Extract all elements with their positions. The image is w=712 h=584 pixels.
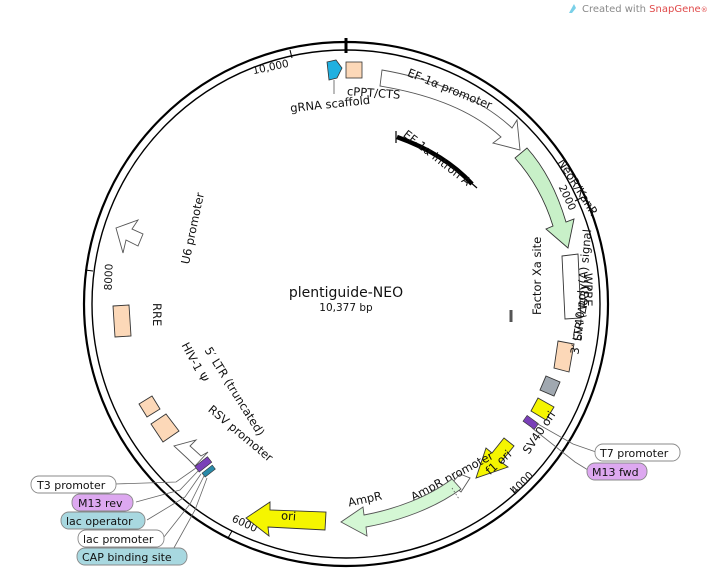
box-cap-binding-site[interactable]: CAP binding site	[76, 547, 188, 566]
box-lac-promoter-text: lac promoter	[83, 533, 154, 546]
factor-xa-label: Factor Xa site	[530, 237, 544, 315]
u6-promoter-feature[interactable]	[115, 219, 144, 254]
f1-ori-feature[interactable]	[475, 437, 515, 479]
box-t7-promoter[interactable]: T7 promoter	[594, 443, 681, 462]
m13fwd-leader	[531, 427, 589, 471]
t7-m13-marks[interactable]	[522, 415, 539, 430]
ef1a-promoter-feature[interactable]	[379, 69, 521, 151]
tick-2000	[574, 196, 584, 202]
ampr-feature[interactable]	[340, 478, 462, 537]
rre-label: RRE	[150, 303, 164, 326]
brand-suffix: ®	[701, 6, 708, 14]
cppt-cts-feature[interactable]	[345, 61, 363, 79]
brand-prefix: Created with	[582, 4, 649, 15]
hiv-psi-feature[interactable]	[138, 395, 161, 418]
tick-label-8000: 8000	[103, 264, 116, 291]
box-m13-rev[interactable]: M13 rev	[71, 493, 134, 512]
plasmid-name: plentiguide-NEO	[289, 285, 403, 301]
neor-kanr-feature[interactable]	[514, 147, 575, 249]
cap-leader	[169, 477, 208, 556]
tick-6000	[227, 530, 233, 539]
ltr5-feature[interactable]	[150, 413, 180, 443]
wpre-feature[interactable]	[561, 253, 582, 320]
ltr3-feature[interactable]	[553, 340, 575, 373]
ori-feature[interactable]	[245, 501, 327, 538]
rre-feature[interactable]	[112, 304, 132, 338]
t3-leader	[114, 467, 197, 485]
ef1a-intron-end-stop	[468, 180, 478, 189]
wpre-label: WPRE	[581, 273, 595, 307]
m13rev-leader	[135, 470, 199, 503]
ampr-label: AmpR	[347, 489, 384, 510]
sv40-ori-feature[interactable]	[530, 397, 555, 421]
tick-8000	[84, 269, 94, 272]
box-t3-promoter[interactable]: T3 promoter	[30, 475, 117, 494]
grna-scaffold-feature[interactable]	[326, 59, 343, 81]
lacprom-leader	[163, 475, 205, 538]
ef1a-intron-label: EF-1α intron A	[401, 127, 474, 189]
box-m13-fwd-text: M13 fwd	[592, 466, 639, 479]
box-lac-operator-text: lac operator	[66, 515, 133, 528]
plasmid-size: 10,377 bp	[319, 302, 373, 314]
u6-promoter-label: U6 promoter	[178, 191, 207, 265]
box-m13-rev-text: M13 rev	[78, 497, 123, 510]
tick-label-10000: 10,000	[252, 58, 290, 77]
brand-name: SnapGene	[649, 4, 701, 15]
lac-cluster-teal	[201, 464, 216, 478]
box-lac-promoter[interactable]: lac promoter	[77, 529, 165, 548]
box-t3-promoter-text: T3 promoter	[36, 479, 106, 492]
tick-label-4000: 4000	[509, 470, 536, 497]
ampr-dots	[451, 487, 460, 500]
hiv-psi-label: HIV-1 Ψ	[179, 340, 212, 385]
ef1a-intron-arc[interactable]	[396, 134, 474, 186]
t7-leader	[535, 422, 597, 453]
box-lac-operator[interactable]: lac operator	[60, 511, 146, 530]
rsv-promoter-feature[interactable]	[173, 439, 209, 467]
ori-label: ori	[281, 508, 297, 523]
snapgene-logo-icon	[569, 4, 576, 13]
cppt-cts-label: cPPT/CTS	[347, 84, 401, 102]
tick-4000	[509, 487, 517, 495]
snapgene-branding[interactable]: Created with SnapGene®	[569, 4, 708, 15]
box-cap-binding-site-text: CAP binding site	[82, 551, 172, 564]
box-t7-promoter-text: T7 promoter	[599, 447, 669, 460]
lac-cluster-purple	[194, 456, 213, 473]
tick-10000	[289, 49, 293, 59]
box-m13-fwd[interactable]: M13 fwd	[586, 462, 648, 481]
lac-cluster[interactable]	[194, 456, 216, 478]
sv40-polya-feature[interactable]	[539, 375, 561, 397]
lacop-leader	[146, 473, 202, 521]
svg-text:Created with SnapGene®: Created with SnapGene®	[582, 4, 708, 15]
